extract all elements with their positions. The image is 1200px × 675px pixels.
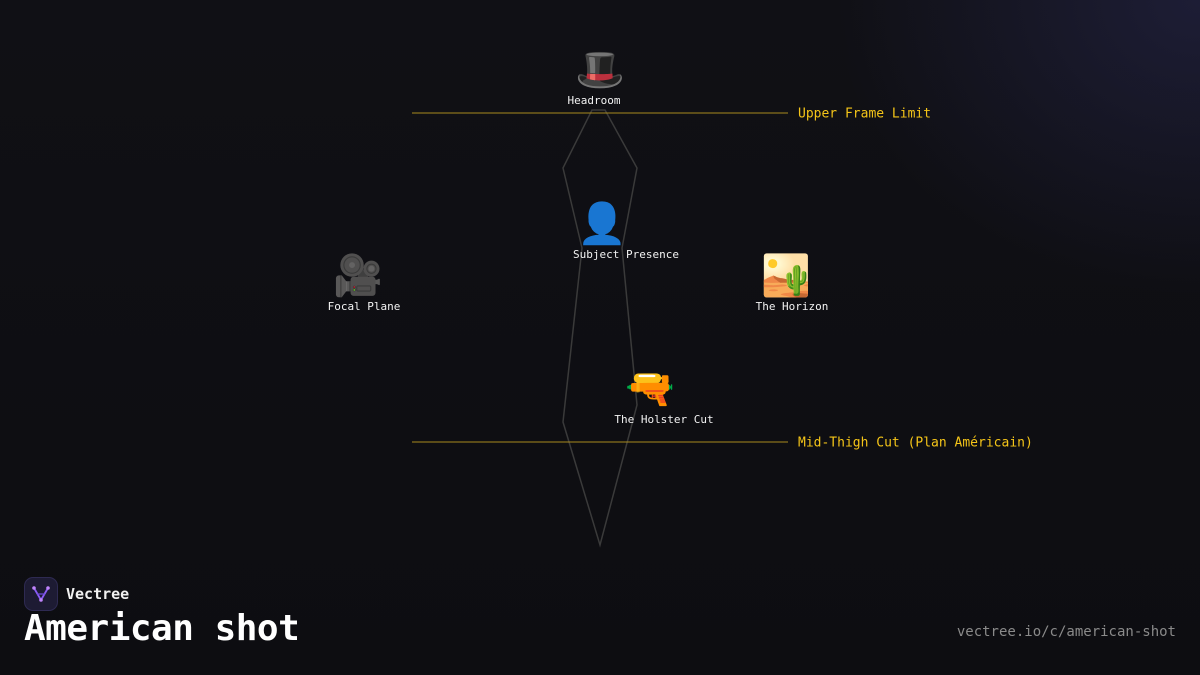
- subject-silhouette-outline: [562, 109, 638, 548]
- page-url: vectree.io/c/american-shot: [956, 624, 1176, 640]
- node-headroom: 🎩 Headroom: [568, 47, 625, 107]
- top-hat-icon: 🎩: [575, 47, 625, 93]
- node-the-horizon: 🏜️ The Horizon: [756, 254, 829, 313]
- water-pistol-icon: 🔫: [625, 366, 675, 412]
- movie-camera-icon: 🎥: [333, 253, 383, 299]
- desert-icon: 🏜️: [761, 253, 811, 299]
- node-the-holster-cut: 🔫 The Holster Cut: [614, 367, 713, 426]
- node-label: The Holster Cut: [614, 413, 714, 426]
- node-label: Focal Plane: [327, 300, 401, 313]
- node-focal-plane: 🎥 Focal Plane: [328, 254, 401, 313]
- node-subject-presence: 👤 Subject Presence: [557, 202, 679, 261]
- page-title: American shot: [24, 608, 300, 649]
- node-label: Subject Presence: [573, 248, 679, 261]
- node-label: The Horizon: [755, 300, 829, 313]
- brand: Vectree: [24, 577, 129, 611]
- mid-thigh-cut-label: Mid-Thigh Cut (Plan Américain): [798, 435, 1033, 451]
- brand-name: Vectree: [66, 585, 130, 603]
- person-silhouette-icon: 👤: [577, 201, 627, 247]
- vectree-logo-icon: [24, 577, 58, 611]
- upper-frame-limit-label: Upper Frame Limit: [798, 106, 932, 122]
- node-label: Headroom: [567, 94, 621, 107]
